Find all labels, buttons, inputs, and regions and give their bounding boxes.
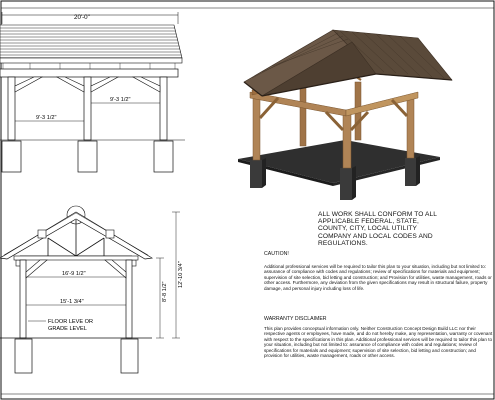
footing-left bbox=[1, 140, 22, 173]
front-elevation: 20'-0" bbox=[0, 12, 185, 173]
floor-label-line2: GRADE LEVEL bbox=[48, 326, 87, 332]
side-footing-right bbox=[120, 338, 139, 374]
right-bay-dim: 9'-3 1/2" bbox=[110, 97, 130, 103]
front-post-center bbox=[83, 76, 92, 141]
front-post-right bbox=[159, 76, 168, 141]
front-roof bbox=[0, 24, 183, 59]
warranty-body: This plan provides conceptual informatio… bbox=[264, 326, 493, 359]
post-height-dim: 8'-8 1/2" bbox=[162, 282, 168, 302]
front-post-left bbox=[7, 76, 16, 141]
perspective-view bbox=[238, 29, 453, 200]
side-elevation: 16'-9 1/2" 15'-1 3/4" 8'-8 1/2" 12'-10 3… bbox=[0, 205, 184, 374]
eave-rafters bbox=[2, 63, 176, 69]
ridge-height-dim: 12'-10 3/4" bbox=[178, 261, 184, 288]
concrete-slab bbox=[238, 140, 440, 183]
front-beam bbox=[0, 68, 179, 78]
side-roof bbox=[0, 211, 154, 260]
roof-seams bbox=[0, 27, 182, 56]
code-conformance-note: ALL WORK SHALL CONFORM TO ALL APPLICABLE… bbox=[318, 211, 437, 247]
side-footing-left bbox=[14, 338, 33, 374]
footing-right bbox=[153, 140, 174, 173]
side-beam bbox=[13, 255, 139, 261]
overall-width-label: 20'-0" bbox=[74, 14, 90, 21]
floor-label-line1: FLOOR LEVE OR bbox=[48, 319, 93, 325]
perspective-knee-braces bbox=[258, 96, 409, 132]
side-post-right bbox=[125, 259, 133, 339]
side-post-left bbox=[19, 259, 27, 339]
side-knee-braces bbox=[25, 259, 127, 279]
top-chord-dim: 16'-9 1/2" bbox=[62, 271, 86, 277]
perspective-roof-seams bbox=[251, 30, 445, 79]
footing-center bbox=[77, 140, 98, 173]
caution-heading: CAUTION! bbox=[264, 251, 289, 257]
front-knee-braces bbox=[14, 76, 161, 93]
warranty-heading: WARRANTY DISCLAIMER bbox=[264, 316, 327, 322]
vertical-dims bbox=[156, 211, 180, 339]
bottom-span-dim: 15'-1 3/4" bbox=[60, 299, 84, 305]
front-fascia bbox=[0, 57, 183, 64]
left-bay-dim: 9'-3 1/2" bbox=[36, 115, 56, 121]
caution-body: Additional professional services will be… bbox=[264, 264, 492, 291]
perspective-footings bbox=[250, 156, 420, 200]
